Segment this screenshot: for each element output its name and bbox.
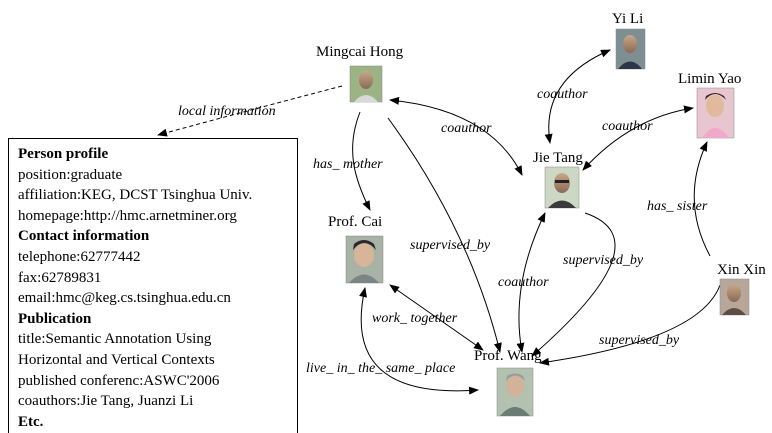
fax-label: fax: xyxy=(18,269,42,286)
contact-heading: Contact information xyxy=(18,228,150,245)
person-photo-xin-xin xyxy=(719,278,750,316)
person-photo-prof-wang xyxy=(496,367,534,417)
edge-supervised-by-mingcai xyxy=(387,117,502,353)
position-row: position:graduate xyxy=(18,165,297,186)
label-live-in-same-place: live_ in_ the_ same_ place xyxy=(306,361,455,376)
label-coauthor-yili-jietang: coauthor xyxy=(537,87,588,102)
node-name-limin-yao: Limin Yao xyxy=(678,71,741,87)
label-local-information: local information xyxy=(178,104,276,119)
telephone-value: 62777442 xyxy=(80,248,141,265)
email-label: email: xyxy=(18,290,56,307)
edge-coauthor-mingcai-jietang xyxy=(389,96,523,176)
person-profile-heading: Person profile xyxy=(18,146,109,162)
node-prof-cai[interactable]: Prof. Cai xyxy=(328,214,384,284)
title-value-line2: Horizontal and Vertical Contexts xyxy=(18,351,215,368)
node-xin-xin[interactable]: Xin Xin xyxy=(717,262,766,316)
node-jie-tang[interactable]: Jie Tang xyxy=(533,150,583,209)
person-photo-prof-cai xyxy=(345,235,384,284)
title-value-line1: Semantic Annotation Using xyxy=(45,331,212,348)
homepage-label: homepage: xyxy=(18,207,84,224)
telephone-row: telephone:62777442 xyxy=(18,247,297,268)
affiliation-value: KEG, DCST Tsinghua Univ. xyxy=(81,187,253,204)
edge-has-sister xyxy=(693,141,711,257)
node-name-prof-cai: Prof. Cai xyxy=(328,214,382,230)
person-photo-mingcai-hong xyxy=(349,65,383,103)
email-row: email:hmc@keg.cs.tsinghua.edu.cn xyxy=(18,288,297,309)
fax-row: fax:62789831 xyxy=(18,268,297,289)
coauthors-row: coauthors:Jie Tang, Juanzi Li xyxy=(18,391,297,412)
label-has-mother: has_ mother xyxy=(313,157,383,172)
label-has-sister: has_ sister xyxy=(647,199,708,214)
edge-supervised-by-jietang xyxy=(531,212,616,357)
node-mingcai-hong[interactable]: Mingcai Hong xyxy=(316,44,404,103)
edge-local-information xyxy=(157,85,343,137)
conference-label: published conferenc: xyxy=(18,372,144,389)
label-supervised-by-mingcai: supervised_by xyxy=(410,238,491,253)
person-photo-jie-tang xyxy=(544,166,580,209)
node-name-yi-li: Yi Li xyxy=(612,11,643,27)
person-profile-card: Person profile position:graduate affilia… xyxy=(8,138,298,433)
edge-coauthor-jietang-wang xyxy=(516,212,546,353)
telephone-label: telephone: xyxy=(18,248,81,265)
title-row: title:Semantic Annotation Using xyxy=(18,329,297,350)
conference-value: ASWC'2006 xyxy=(143,372,220,389)
edge-supervised-by-xinxin xyxy=(539,284,721,366)
node-name-jie-tang: Jie Tang xyxy=(533,150,583,166)
node-name-mingcai-hong: Mingcai Hong xyxy=(316,44,404,60)
node-yi-li[interactable]: Yi Li xyxy=(612,11,646,70)
edge-coauthor-liminyao-jietang xyxy=(582,105,694,171)
homepage-value[interactable]: http://hmc.arnetminer.org xyxy=(83,207,237,224)
affiliation-row: affiliation:KEG, DCST Tsinghua Univ. xyxy=(18,185,297,206)
person-photo-limin-yao xyxy=(696,87,735,139)
edge-live-in-same-place xyxy=(359,287,479,395)
label-coauthor-liminyao-jietang: coauthor xyxy=(602,119,653,134)
coauthors-value: Jie Tang, Juanzi Li xyxy=(80,393,194,410)
fax-value: 62789831 xyxy=(41,269,102,286)
label-work-together: work_ together xyxy=(372,311,458,326)
etc-heading: Etc. xyxy=(18,413,44,430)
email-value[interactable]: hmc@keg.cs.tsinghua.edu.cn xyxy=(55,290,231,307)
publication-heading: Publication xyxy=(18,310,92,327)
node-name-xin-xin: Xin Xin xyxy=(717,262,766,278)
position-value: graduate xyxy=(70,166,123,183)
label-coauthor-mingcai-jietang: coauthor xyxy=(441,121,492,136)
position-label: position: xyxy=(18,166,71,183)
node-limin-yao[interactable]: Limin Yao xyxy=(678,71,741,139)
affiliation-label: affiliation: xyxy=(18,187,82,204)
homepage-row: homepage:http://hmc.arnetminer.org xyxy=(18,206,297,227)
node-name-prof-wang: Prof. Wang xyxy=(474,348,542,364)
label-supervised-by-xinxin: supervised_by xyxy=(599,333,680,348)
label-coauthor-jietang-wang: coauthor xyxy=(498,275,549,290)
coauthors-label: coauthors: xyxy=(18,393,81,410)
person-photo-yi-li xyxy=(615,28,646,70)
title-label: title: xyxy=(18,331,46,348)
edge-has-mother xyxy=(352,111,371,211)
label-supervised-by-jietang: supervised_by xyxy=(563,253,644,268)
node-prof-wang[interactable]: Prof. Wang xyxy=(474,348,542,417)
conference-row: published conferenc:ASWC'2006 xyxy=(18,371,297,392)
edge-coauthor-yili-jietang xyxy=(544,49,611,144)
